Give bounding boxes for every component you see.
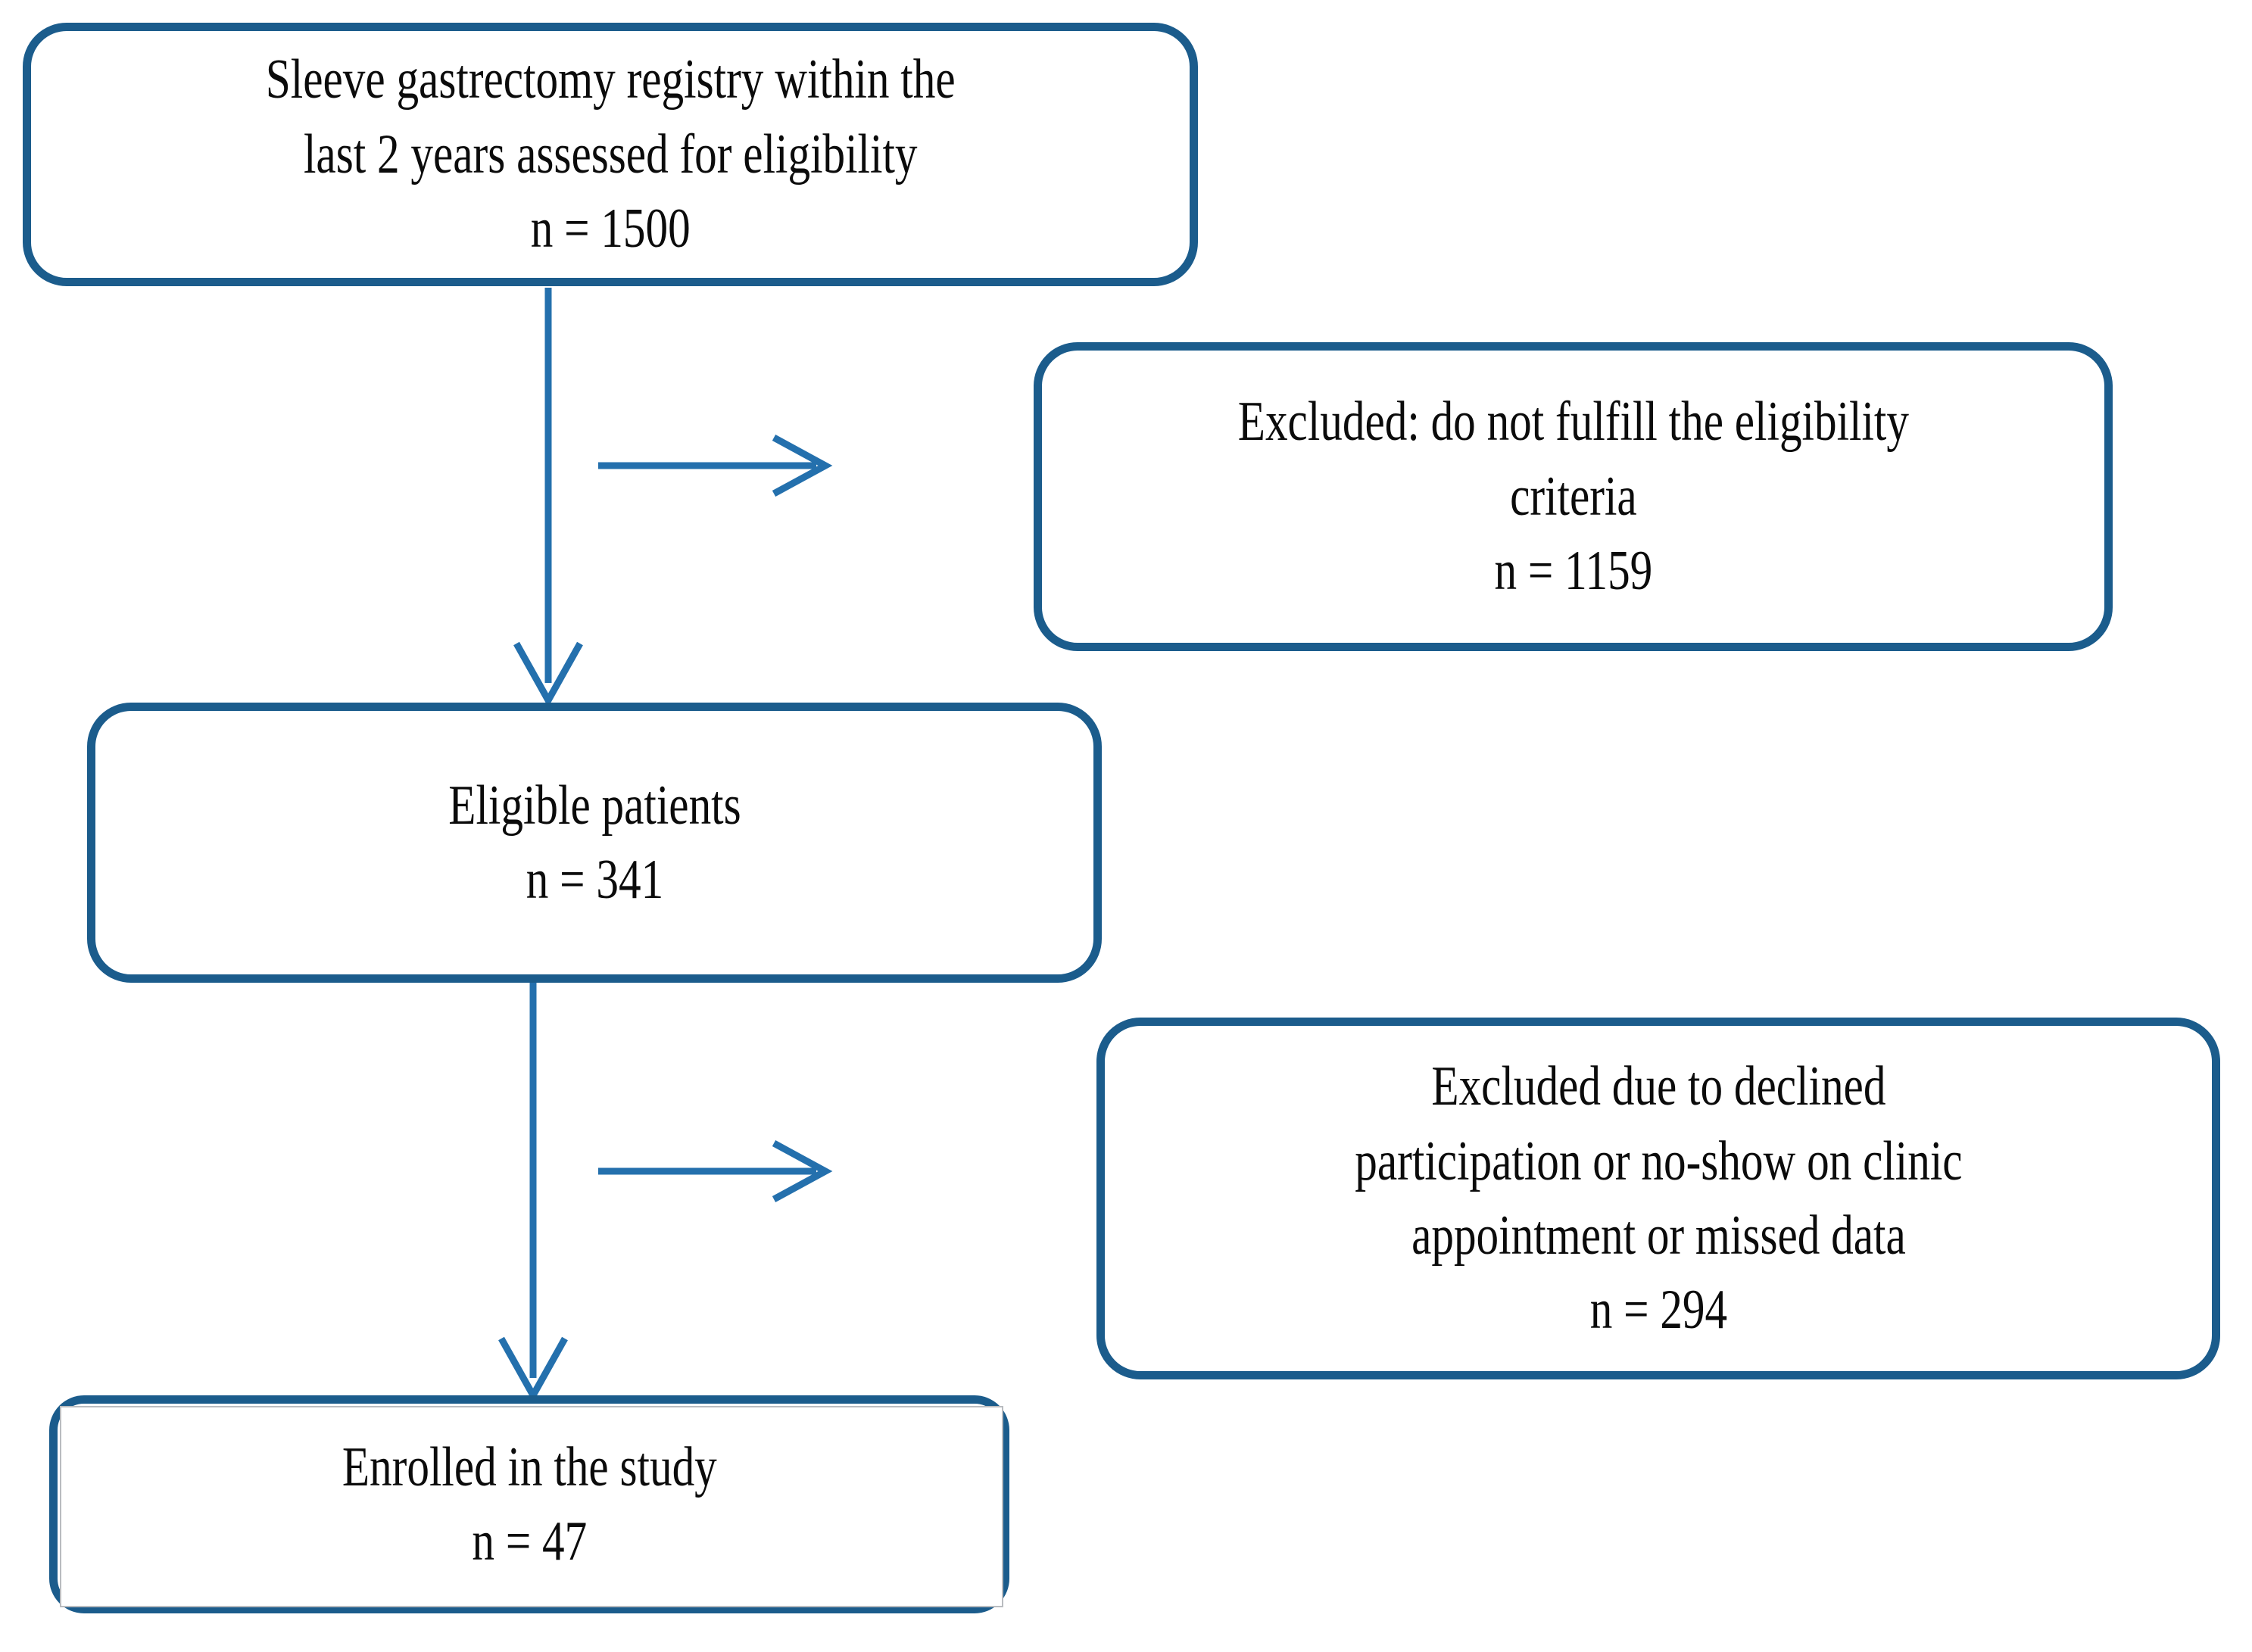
flow-node-eligible-patients-text: Eligible patients n = 341 (448, 774, 741, 911)
flow-node-registry-text: Sleeve gastrectomy registry within the l… (265, 48, 956, 260)
flow-node-enrolled-in-study: Enrolled in the study n = 47 (49, 1395, 1009, 1613)
flow-node-excluded-eligibility-criteria: Excluded: do not fulfill the eligibility… (1034, 342, 2113, 651)
flow-node-excluded-declined-participation: Excluded due to declined participation o… (1096, 1018, 2220, 1379)
flow-node-registry: Sleeve gastrectomy registry within the l… (23, 23, 1198, 286)
arrow-eligible-to-excluded (598, 1130, 833, 1213)
flow-node-enrolled-in-study-text: Enrolled in the study n = 47 (342, 1435, 717, 1573)
flow-node-excluded-declined-participation-text: Excluded due to declined participation o… (1354, 1055, 1963, 1342)
flow-node-excluded-eligibility-criteria-text: Excluded: do not fulfill the eligibility… (1237, 391, 1909, 603)
arrow-registry-to-excluded (598, 424, 833, 507)
arrow-registry-to-eligible (485, 288, 613, 709)
arrow-eligible-to-enrolled (469, 983, 598, 1404)
flow-node-eligible-patients: Eligible patients n = 341 (87, 703, 1102, 983)
